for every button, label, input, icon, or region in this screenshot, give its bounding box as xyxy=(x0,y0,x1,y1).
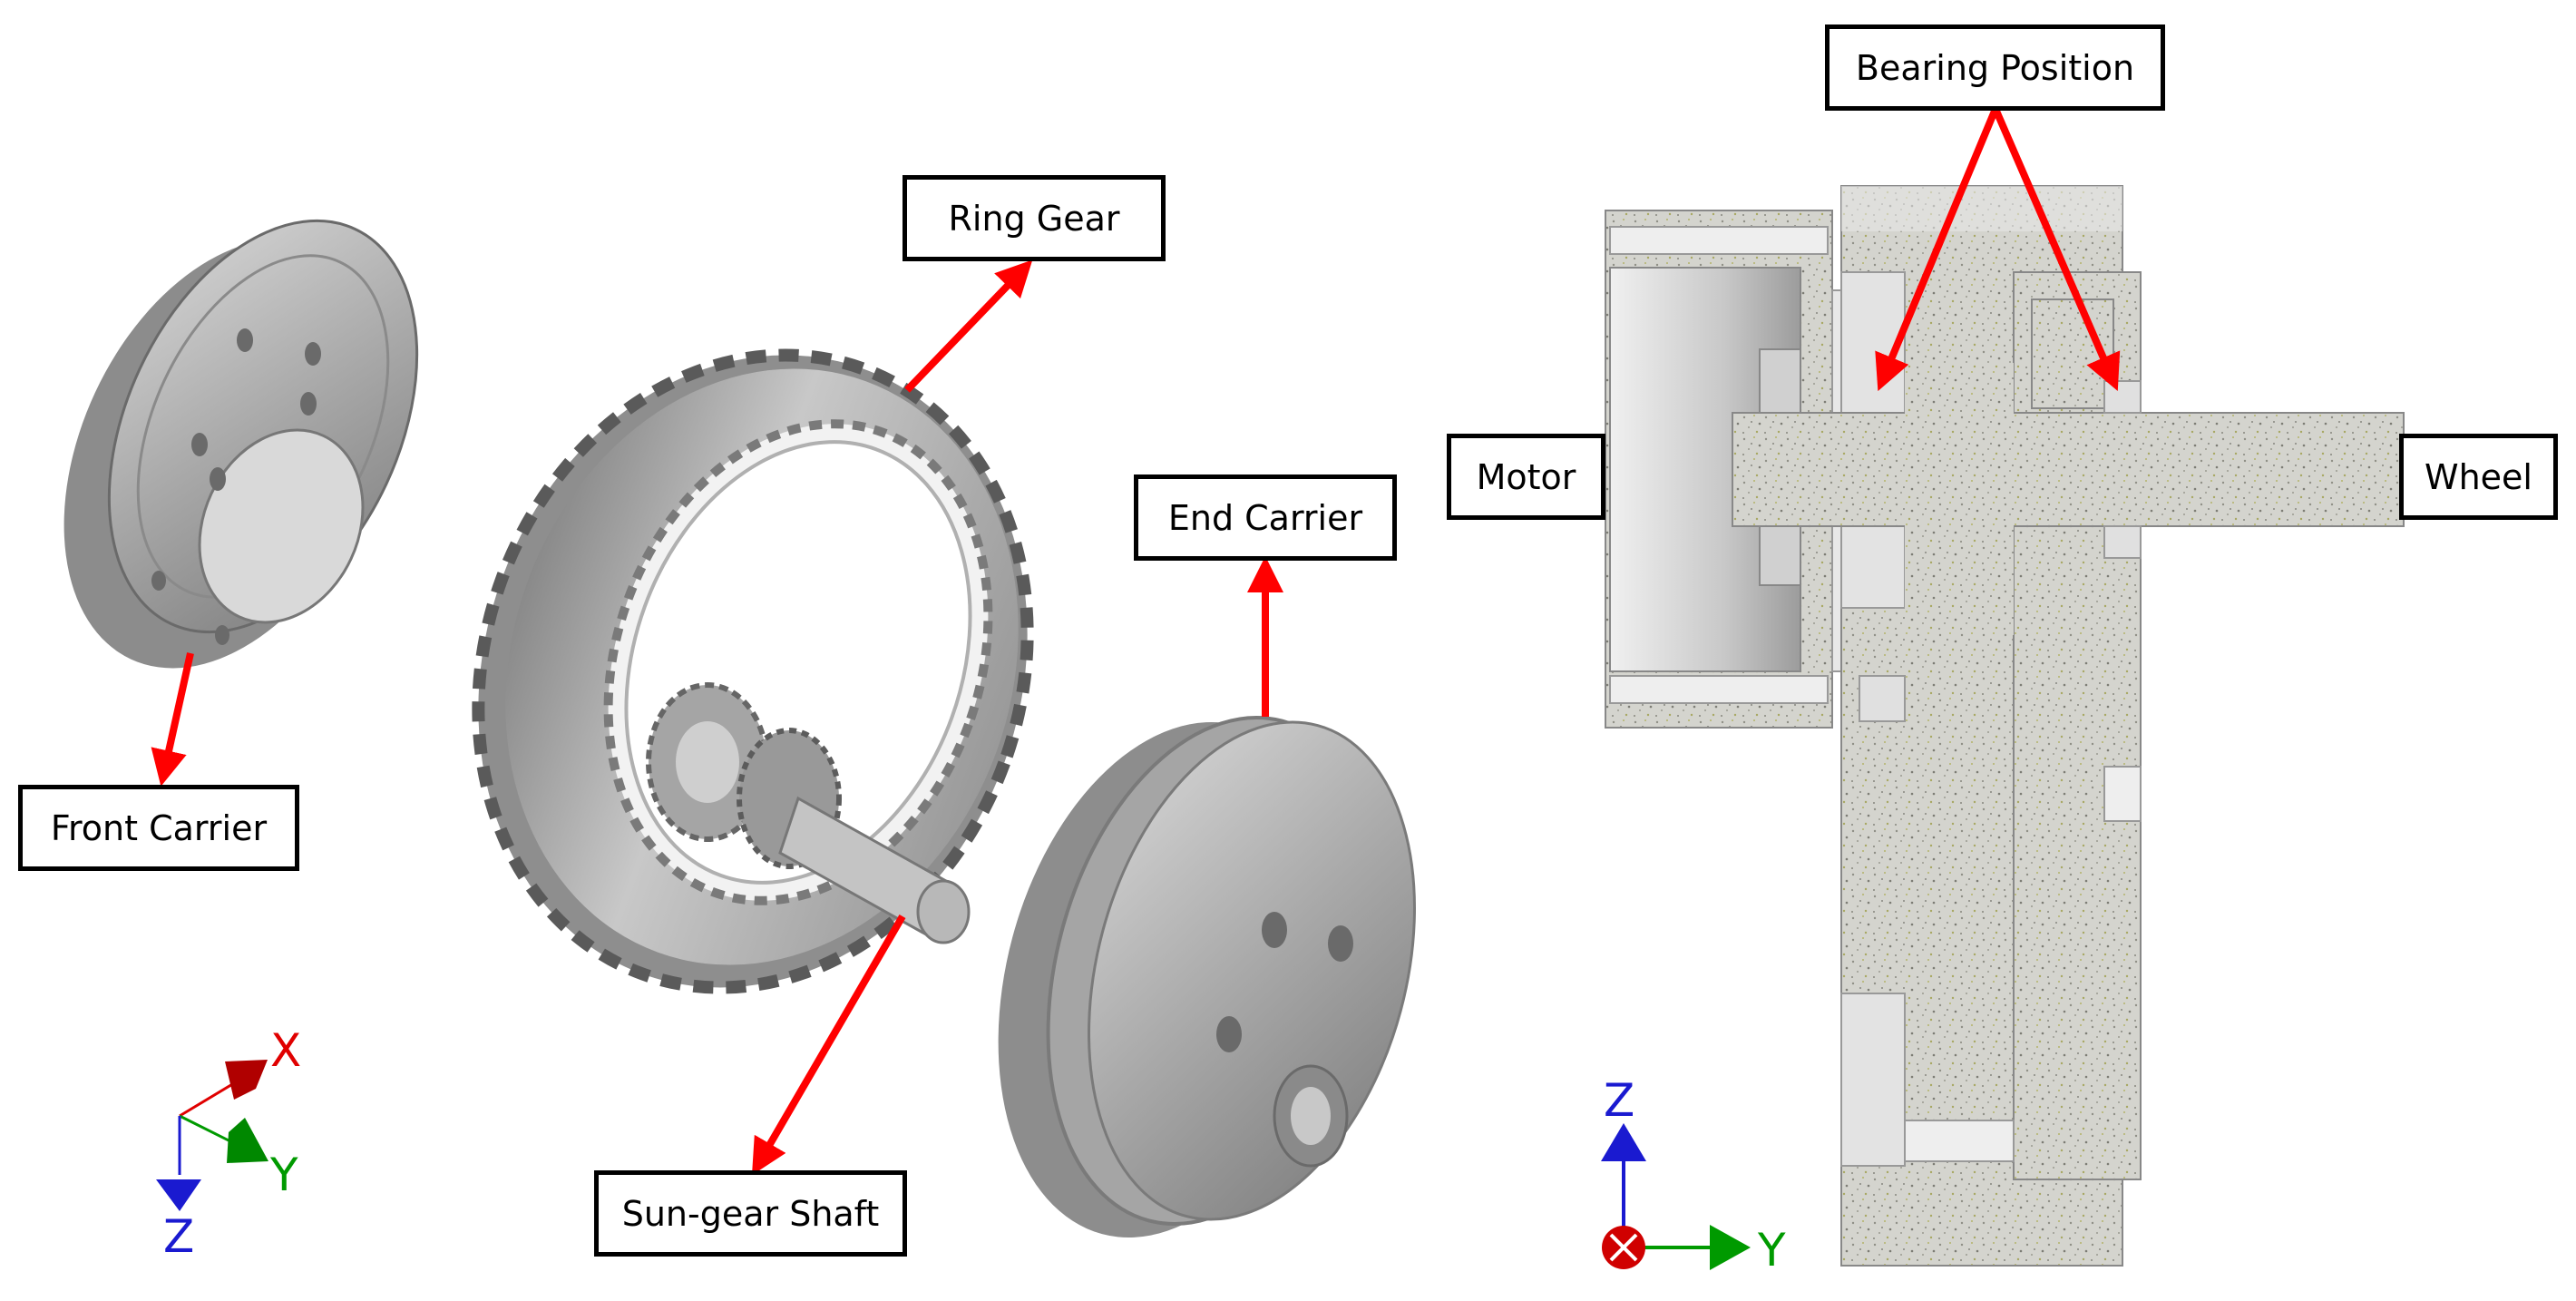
axis-y-label-section: Y xyxy=(1757,1224,1786,1277)
axis-z-label: Z xyxy=(163,1210,194,1263)
axis-x-label: X xyxy=(270,1024,301,1077)
bearing-position-arrow-right xyxy=(1992,107,2121,392)
front-carrier-label: Front Carrier xyxy=(18,785,299,871)
motor-label: Motor xyxy=(1447,434,1605,520)
axis-z-label-section: Z xyxy=(1604,1074,1634,1127)
z-axis-cone-icon xyxy=(156,1179,201,1211)
callout-arrows xyxy=(151,107,2121,1176)
front-carrier-part xyxy=(63,219,419,669)
end-carrier-label: End Carrier xyxy=(1134,474,1397,561)
y-axis-cone-icon xyxy=(227,1118,268,1163)
bearing-position-label: Bearing Position xyxy=(1825,24,2165,111)
ring-gear-part xyxy=(472,348,1034,994)
x-axis-cone-icon xyxy=(225,1060,268,1100)
axis-triad-section: Z Y xyxy=(1601,1074,1786,1277)
z-axis-arrow-icon xyxy=(1601,1123,1646,1161)
sun-gear-shaft-arrow xyxy=(751,914,906,1176)
ring-gear-label: Ring Gear xyxy=(903,175,1166,261)
front-carrier-arrow xyxy=(151,652,194,787)
end-carrier-part xyxy=(998,716,1416,1237)
y-axis-arrow-icon xyxy=(1710,1225,1751,1270)
cross-section-view xyxy=(1605,185,2405,1267)
axis-y-label: Y xyxy=(269,1149,298,1201)
wheel-label: Wheel xyxy=(2399,434,2558,520)
axis-triad-isometric: X Y Z xyxy=(156,1024,301,1263)
bearing-position-arrow-left xyxy=(1875,107,1999,392)
ring-gear-arrow xyxy=(904,259,1033,393)
sun-gear-shaft-label: Sun-gear Shaft xyxy=(594,1170,907,1257)
sun-gear-shaft-part xyxy=(646,682,971,944)
